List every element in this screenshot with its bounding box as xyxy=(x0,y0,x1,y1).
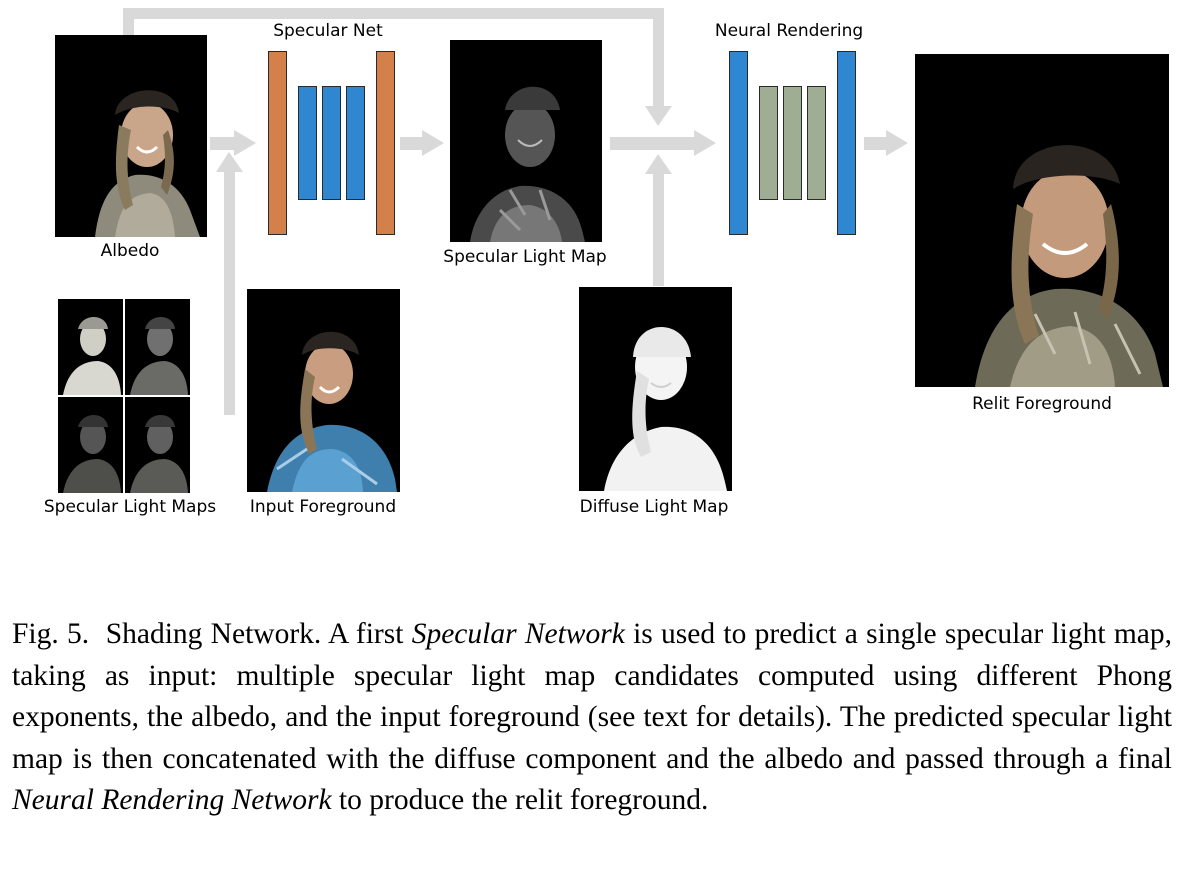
albedo-image xyxy=(55,35,207,237)
arrow-albedo-to-net-head xyxy=(234,130,256,156)
bypass-arrow-vertical-left xyxy=(123,8,134,36)
caption-fig-number: Fig. 5. xyxy=(12,618,90,650)
specular-light-map-candidate-2 xyxy=(125,299,190,395)
neural-net-hidden-layer-3 xyxy=(807,86,826,200)
input-foreground-label: Input Foreground xyxy=(249,497,397,517)
diffuse-light-map-image xyxy=(579,287,732,491)
arrow-input-up-shaft xyxy=(224,170,235,415)
arrow-net-to-map-shaft xyxy=(400,137,424,150)
caption-text-2: is used to predict a single specular lig… xyxy=(12,618,1173,775)
specular-light-map-candidate-4 xyxy=(125,397,190,493)
input-foreground-image xyxy=(247,289,400,492)
relit-foreground-image xyxy=(915,54,1169,387)
specular-net-title: Specular Net xyxy=(273,21,383,41)
caption-text-1: A first xyxy=(327,618,404,650)
arrow-map-to-neural-head xyxy=(694,130,716,156)
diffuse-light-map-label: Diffuse Light Map xyxy=(579,497,729,517)
specular-net-hidden-layer-2 xyxy=(322,86,341,200)
neural-net-output-layer xyxy=(837,51,856,235)
arrow-input-up-head xyxy=(216,152,243,172)
flow-arrows xyxy=(123,8,908,415)
specular-light-map-label: Specular Light Map xyxy=(443,247,607,267)
caption-title: Shading Network. xyxy=(105,618,322,650)
neural-net-input-layer xyxy=(729,51,748,235)
arrow-diffuse-up-head xyxy=(645,154,672,174)
arrow-neural-to-relit-shaft xyxy=(864,137,888,150)
bypass-arrowhead xyxy=(645,106,672,126)
arrow-map-to-neural-shaft xyxy=(610,137,696,150)
bypass-arrow-vertical-right xyxy=(653,8,664,108)
specular-light-map-candidate-1 xyxy=(58,299,123,395)
albedo-label: Albedo xyxy=(100,241,160,261)
bypass-arrow-horizontal xyxy=(123,8,664,19)
specular-light-maps-grid xyxy=(58,299,190,493)
figure-caption: Fig. 5. Shading Network. A first Specula… xyxy=(12,614,1172,822)
arrow-neural-to-relit-head xyxy=(886,130,908,156)
arrow-diffuse-up-shaft xyxy=(653,172,664,286)
specular-net-hidden-layer-3 xyxy=(346,86,365,200)
specular-light-map-candidate-3 xyxy=(58,397,123,493)
neural-net-hidden-layer-2 xyxy=(783,86,802,200)
neural-net-hidden-layer-1 xyxy=(759,86,778,200)
specular-light-maps-label: Specular Light Maps xyxy=(43,497,217,517)
specular-net-input-layer xyxy=(268,51,287,235)
caption-emph-specular-network: Specular Network xyxy=(411,618,625,650)
caption-text-3: to produce the relit foreground. xyxy=(338,784,709,816)
arrow-albedo-to-net-shaft xyxy=(210,137,236,150)
arrow-net-to-map-head xyxy=(422,130,444,156)
neural-rendering-title: Neural Rendering xyxy=(714,21,864,41)
specular-light-map-image xyxy=(450,40,602,242)
relit-foreground-label: Relit Foreground xyxy=(972,394,1112,414)
specular-net-hidden-layer-1 xyxy=(298,86,317,200)
caption-emph-neural-rendering-network: Neural Rendering Network xyxy=(12,784,332,816)
specular-net-output-layer xyxy=(376,51,395,235)
